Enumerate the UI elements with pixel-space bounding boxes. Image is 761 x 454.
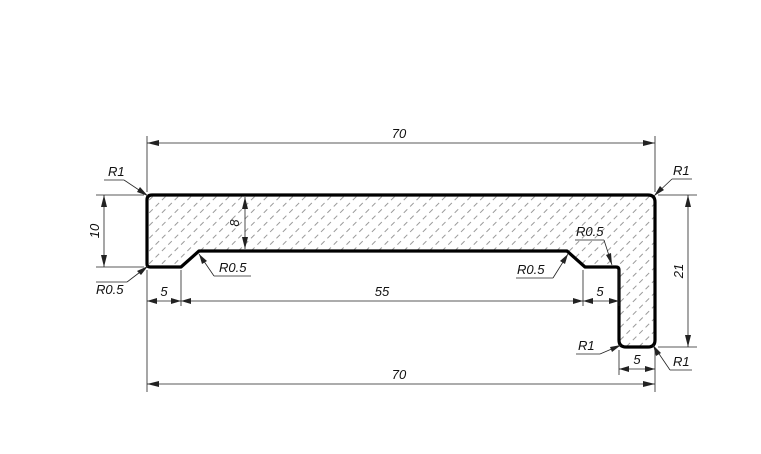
radius-leg-inner-label: R1 [578,338,595,353]
radius-bottom-left: R0.5 [96,265,149,297]
dim-top-width: 70 [146,126,656,192]
radius-leg-outer-label: R1 [673,354,690,369]
dim-left-step-label: 5 [160,284,168,299]
dim-inner-depth: 8 [227,197,248,249]
dim-inner-depth-label: 8 [227,219,242,227]
dim-leg-width-label: 5 [633,352,641,367]
dim-middle-span-label: 55 [375,284,390,299]
dim-step-row: 5 55 5 [147,270,620,306]
radius-top-left-label: R1 [108,164,125,179]
dim-bottom-width: 70 [146,270,656,392]
dim-top-width-label: 70 [392,126,407,141]
radius-bottom-left-label: R0.5 [96,282,124,297]
dim-right-height: 21 [658,194,697,348]
radius-left-chamfer: R0.5 [198,253,251,277]
dim-bottom-width-label: 70 [392,367,407,382]
radius-leg-outer: R1 [652,344,692,371]
radius-top-right-label: R1 [673,163,690,178]
radius-left-chamfer-label: R0.5 [219,260,247,275]
radius-right-chamfer-label: R0.5 [517,262,545,277]
radius-inner-corner: R0.5 [575,224,613,266]
dim-right-height-label: 21 [671,264,686,279]
radius-right-chamfer: R0.5 [516,253,569,279]
radius-inner-corner-label: R0.5 [576,224,604,239]
dim-leg-width: 5 [618,350,655,375]
dim-right-step-label: 5 [596,284,604,299]
profile-outline [145,193,657,349]
radius-leg-inner: R1 [576,338,622,355]
dim-left-height: 10 [87,194,144,268]
radius-top-left: R1 [104,164,149,197]
radius-top-right: R1 [653,163,692,197]
dim-left-height-label: 10 [87,223,102,238]
